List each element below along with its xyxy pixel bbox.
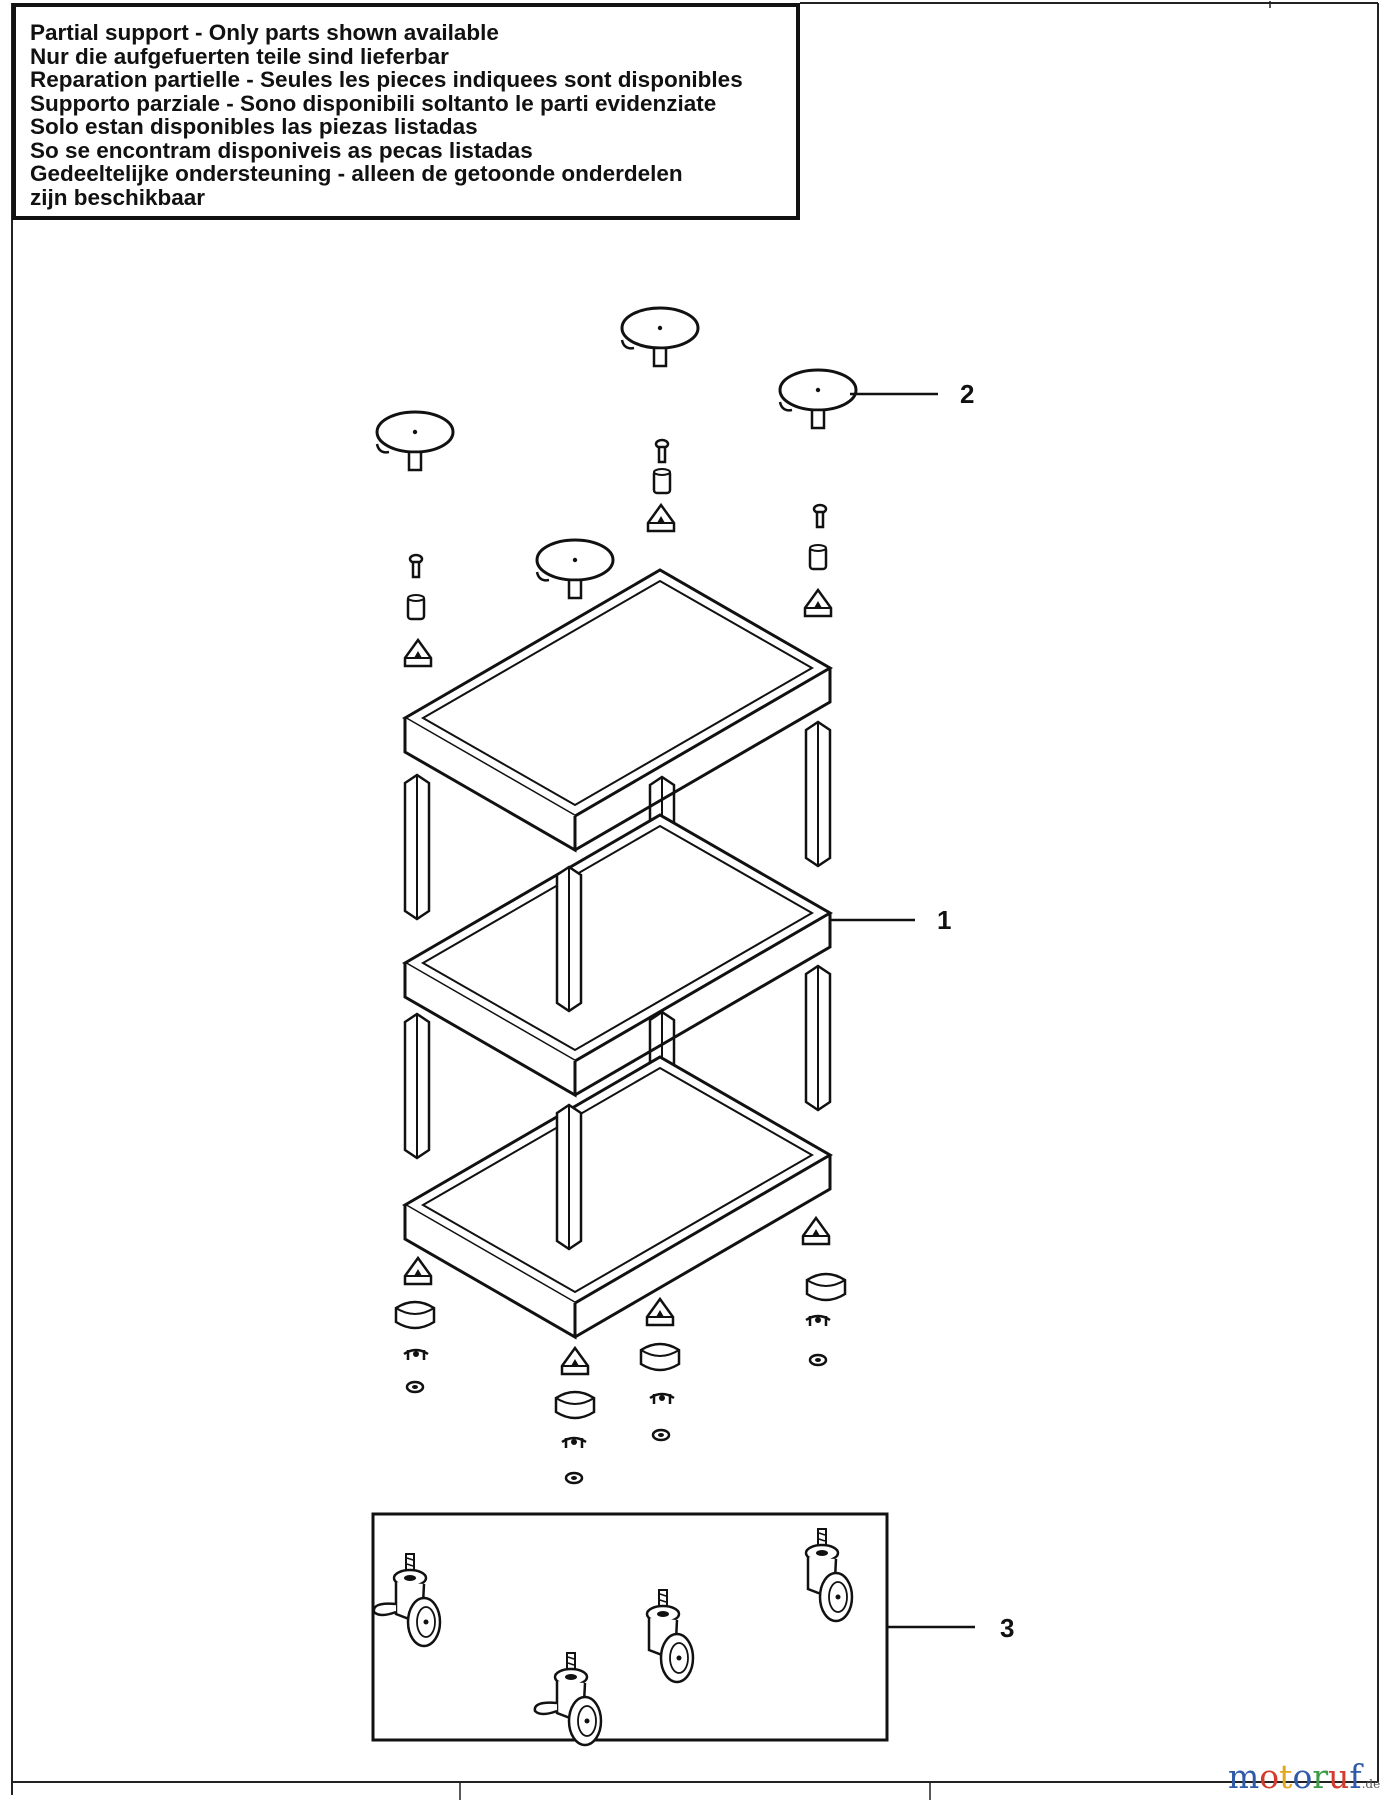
corner-bracket-icon — [560, 1346, 590, 1376]
watermark-letter: u — [1328, 1757, 1350, 1796]
notice-line: Gedeeltelijke ondersteuning - alleen de … — [30, 161, 683, 186]
foot-insert — [805, 1272, 847, 1302]
washer-icon — [564, 1471, 584, 1485]
tray-top — [403, 568, 832, 852]
partial-support-notice: Partial support - Only parts shown avail… — [12, 3, 800, 220]
corner-bracket-icon — [403, 1256, 433, 1286]
corner-bracket-icon — [803, 588, 833, 618]
foot-insert — [639, 1342, 681, 1372]
nut-icon — [804, 1314, 832, 1328]
watermark-suffix: .de — [1361, 1777, 1381, 1791]
callout-number-3: 3 — [1000, 1613, 1014, 1643]
notice-line: Partial support - Only parts shown avail… — [30, 20, 499, 45]
foot-insert — [554, 1390, 596, 1420]
sleeve-icon — [808, 543, 828, 571]
round-cap-icon — [620, 306, 700, 368]
bolt-icon — [408, 553, 424, 579]
round-cap-icon — [535, 538, 615, 600]
notice-line: So se encontram disponiveis as pecas lis… — [30, 137, 533, 163]
washer-icon — [808, 1353, 828, 1367]
support-post — [403, 1012, 431, 1160]
round-cap-icon — [375, 410, 455, 472]
callout-number-2: 2 — [960, 379, 974, 409]
tray-bottom — [403, 1055, 832, 1339]
washer-icon — [405, 1380, 425, 1394]
nut-icon — [648, 1392, 676, 1406]
round-cap-icon — [778, 368, 858, 430]
notice-line: Supporto parziale - Sono disponibili sol… — [30, 90, 717, 116]
notice-line: zijn beschikbaar — [30, 184, 206, 210]
corner-bracket-icon — [646, 503, 676, 533]
watermark-letter: t — [1279, 1757, 1293, 1796]
support-post — [555, 865, 583, 1013]
bolt-icon — [812, 503, 828, 529]
page-frame — [11, 1, 1379, 1800]
notice-line: Solo estan disponibles las piezas listad… — [30, 114, 478, 139]
tray-middle — [403, 813, 832, 1097]
sleeve-icon — [652, 467, 672, 495]
corner-bracket-icon — [801, 1216, 831, 1246]
watermark-letter: o — [1259, 1757, 1280, 1796]
notice-line: Reparation partielle - Seules les pieces… — [30, 67, 743, 92]
caster-set-box — [371, 1512, 889, 1742]
bolt-icon — [654, 438, 670, 464]
callout-number-1: 1 — [937, 905, 951, 935]
sleeve-icon — [406, 593, 426, 621]
washer-icon — [651, 1428, 671, 1442]
support-post — [555, 1103, 583, 1251]
support-post — [804, 964, 832, 1112]
watermark-letter: o — [1292, 1757, 1313, 1796]
nut-icon — [560, 1436, 588, 1450]
support-post — [804, 720, 832, 868]
notice-line: Nur die aufgefuerten teile sind lieferba… — [30, 43, 449, 69]
watermark-logo: motoruf.de — [1228, 1757, 1388, 1797]
corner-bracket-icon — [645, 1297, 675, 1327]
corner-bracket-icon — [403, 638, 433, 668]
watermark-letter: r — [1312, 1757, 1329, 1796]
nut-icon — [402, 1348, 430, 1362]
watermark-letter: f — [1349, 1757, 1362, 1796]
support-post — [403, 773, 431, 921]
foot-insert — [394, 1300, 436, 1330]
watermark-letter: m — [1228, 1757, 1260, 1796]
